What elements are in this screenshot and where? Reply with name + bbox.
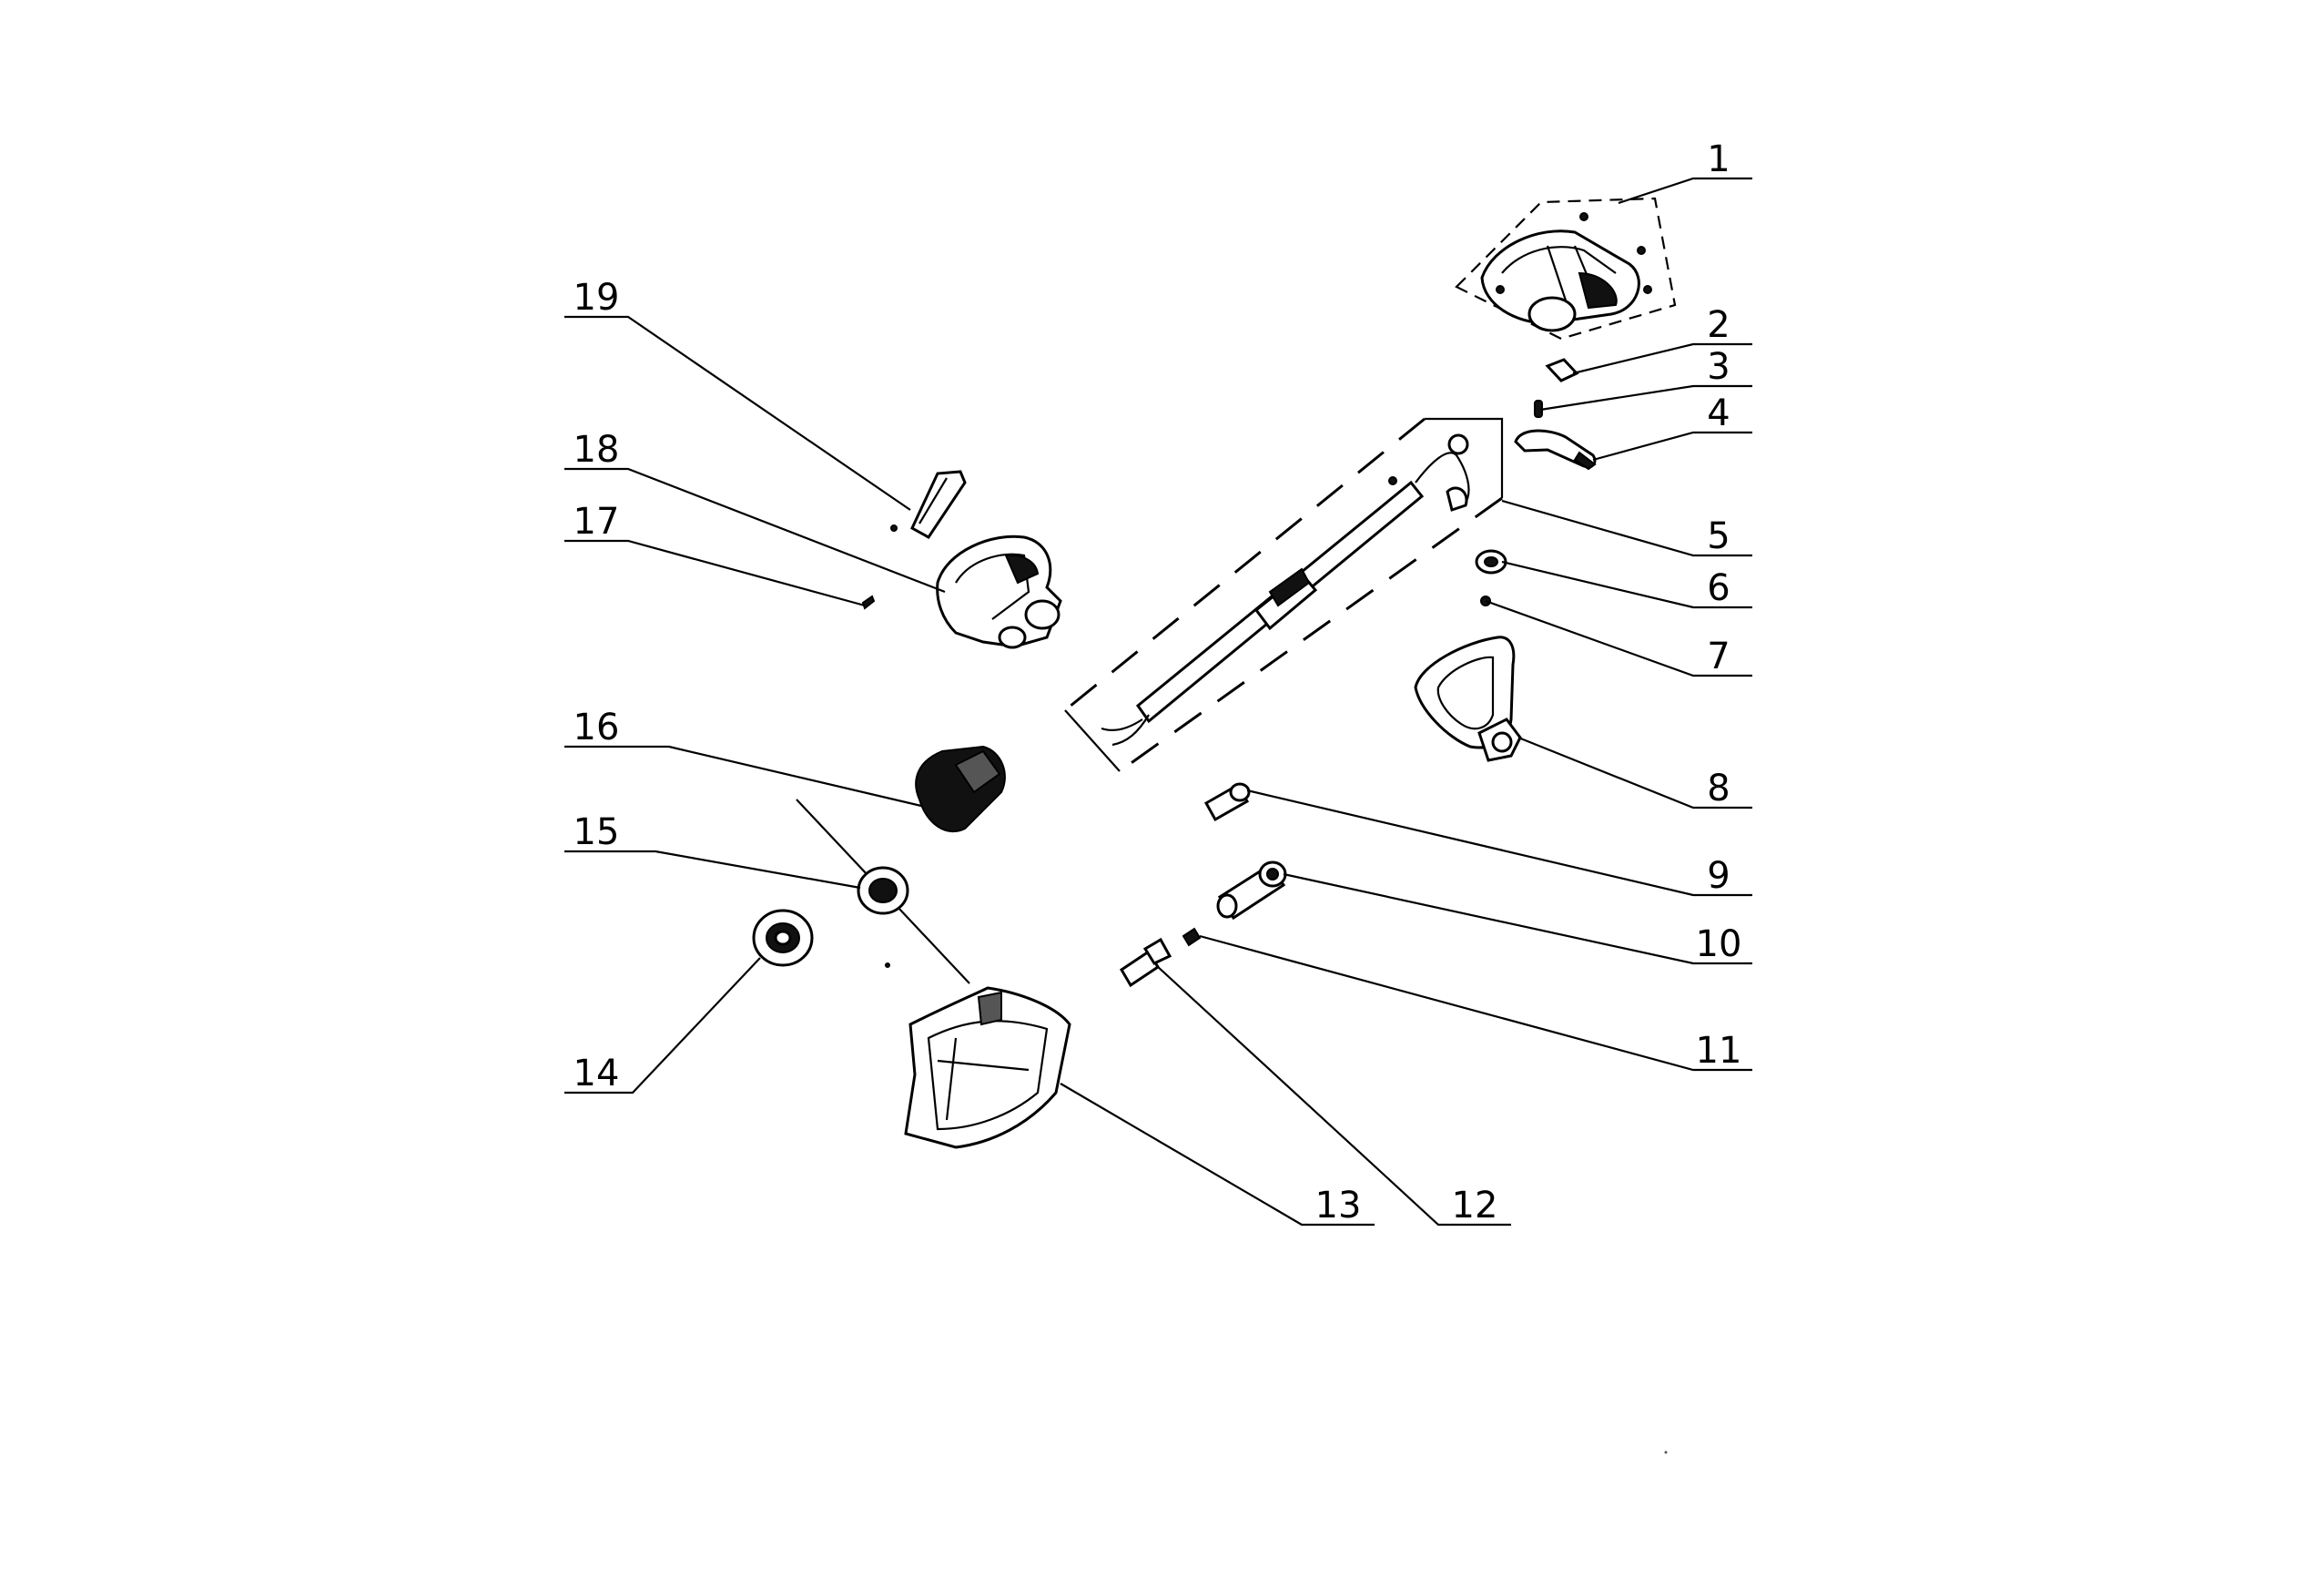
callout-9: 9 <box>1707 855 1730 897</box>
part-16-motor <box>915 745 1006 833</box>
callout-10: 10 <box>1696 923 1742 965</box>
callout-19: 19 <box>573 277 620 319</box>
speck <box>1664 1451 1668 1454</box>
callout-labels: 1 2 3 4 5 6 7 8 9 10 11 12 13 14 15 16 1… <box>573 138 1742 1227</box>
part-5-shaft-assembly <box>1064 417 1504 773</box>
part-10-coupling <box>1216 860 1287 921</box>
part-6-nut <box>1475 549 1507 575</box>
callout-3: 3 <box>1707 346 1730 388</box>
callout-15: 15 <box>573 811 620 853</box>
callout-18: 18 <box>573 429 620 471</box>
callout-13: 13 <box>1315 1185 1362 1227</box>
part-2-switch <box>1545 358 1579 382</box>
part-13-guard <box>904 986 1071 1149</box>
part-9-sleeve <box>1203 782 1251 822</box>
callout-4: 4 <box>1707 392 1730 434</box>
part-12-pin <box>1119 937 1172 988</box>
part-14-spool-cap <box>752 909 814 967</box>
part-8-aux-handle <box>1414 636 1522 762</box>
callout-8: 8 <box>1707 768 1730 809</box>
callout-12: 12 <box>1452 1185 1498 1227</box>
callout-17: 17 <box>573 501 620 543</box>
part-1-housing <box>1455 197 1677 341</box>
part-19-clip <box>890 470 967 539</box>
leader-lines <box>564 177 1752 1227</box>
part-15-spool <box>796 799 970 984</box>
callout-16: 16 <box>573 707 620 748</box>
part-17-pin <box>861 595 876 610</box>
callout-7: 7 <box>1707 636 1730 677</box>
part-18-housing <box>936 534 1062 649</box>
callout-6: 6 <box>1707 567 1730 609</box>
callout-11: 11 <box>1696 1030 1742 1072</box>
callout-5: 5 <box>1707 515 1730 557</box>
part-11-spring <box>1182 927 1202 947</box>
callout-2: 2 <box>1707 304 1730 346</box>
callout-14: 14 <box>573 1053 620 1094</box>
callout-1: 1 <box>1707 138 1730 180</box>
part-4-trigger <box>1514 429 1597 471</box>
